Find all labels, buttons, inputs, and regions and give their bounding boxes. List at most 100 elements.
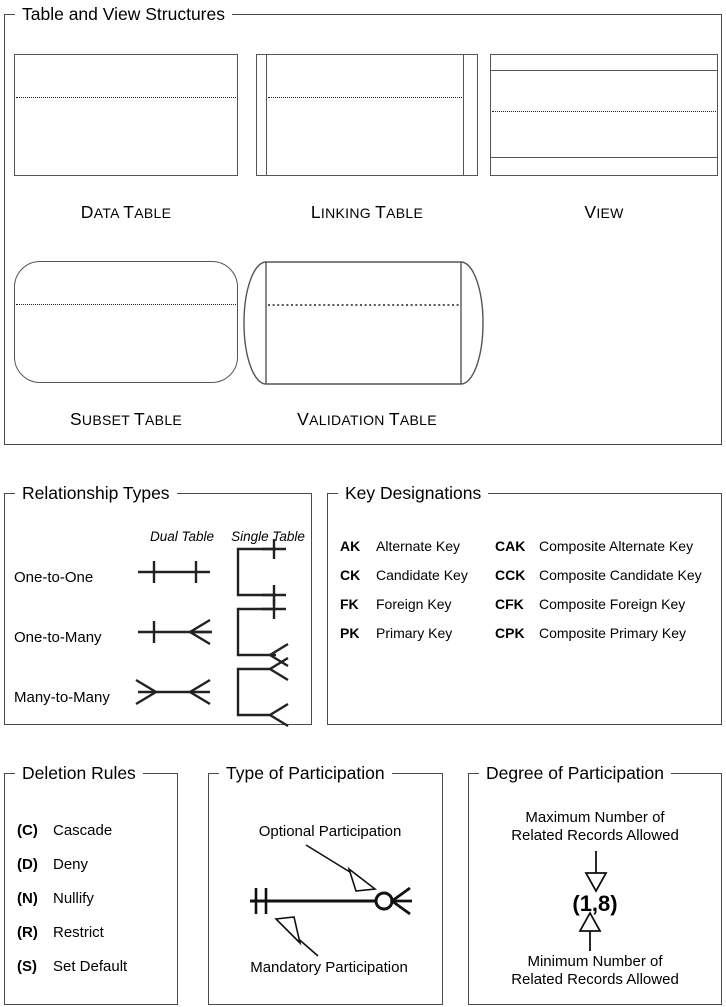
key-abbr-ck: CK <box>340 567 361 583</box>
maximum-records-label-line2: Related Records Allowed <box>511 827 679 844</box>
panel-frame <box>4 14 722 445</box>
panel-title: Key Designations <box>338 484 489 503</box>
caption-rest: INKING <box>320 205 376 221</box>
degree-arrows <box>468 773 722 1005</box>
panel-frame <box>327 493 722 725</box>
caption-rest: IEW <box>596 205 624 221</box>
panel-key-designations: Key Designations AK Alternate Key CK Can… <box>327 484 722 725</box>
linking-table-divider <box>268 97 462 98</box>
deletion-abbr-nullify: (N) <box>17 890 38 907</box>
degree-value: (1,8) <box>572 891 618 916</box>
deletion-label-nullify: Nullify <box>53 890 94 907</box>
subset-table-divider <box>16 304 236 305</box>
key-label-ak: Alternate Key <box>376 538 461 554</box>
key-label-cpk: Composite Primary Key <box>539 625 687 641</box>
caption-rest-2: ABLE <box>134 205 172 221</box>
mandatory-participation-label: Mandatory Participation <box>250 959 408 976</box>
caption-rest-2: ABLE <box>145 412 183 428</box>
subset-table-rounded-rect <box>14 261 238 383</box>
panel-type-of-participation: Type of Participation Optional Participa… <box>208 764 443 1005</box>
key-label-cck: Composite Candidate Key <box>539 567 702 583</box>
caption-first-letter: S <box>69 409 82 429</box>
key-label-pk: Primary Key <box>376 625 453 641</box>
panel-body: DATA TABLE LINKING TABLE VIEW SUBS <box>4 14 722 445</box>
panel-title: Degree of Participation <box>479 764 672 783</box>
caption-rest: ALIDATION <box>309 412 389 428</box>
relationship-symbol-one-to-many-single <box>230 599 290 668</box>
relationship-label-one-to-many: One-to-Many <box>14 629 102 646</box>
view-rect <box>490 54 718 176</box>
view-figure <box>490 54 718 176</box>
linking-table-left-divider <box>266 54 267 176</box>
validation-table-cylinder <box>243 261 484 385</box>
key-label-cfk: Composite Foreign Key <box>539 596 686 612</box>
view-divider <box>492 111 716 112</box>
panel-body: AK Alternate Key CK Candidate Key FK For… <box>327 493 722 725</box>
caption-first-letter: D <box>80 202 94 222</box>
caption-first-letter-2: T <box>134 409 146 429</box>
deletion-abbr-cascade: (C) <box>17 822 38 839</box>
caption-first-letter-2: T <box>388 409 400 429</box>
view-header-divider <box>490 70 718 71</box>
deletion-label-cascade: Cascade <box>53 822 113 839</box>
key-label-fk: Foreign Key <box>376 596 452 612</box>
linking-table-caption: LINKING TABLE <box>256 202 478 223</box>
caption-rest-2: ABLE <box>399 412 437 428</box>
caption-first-letter: V <box>584 202 597 222</box>
relationship-symbol-one-to-one-dual <box>134 555 214 589</box>
data-table-caption: DATA TABLE <box>14 202 238 223</box>
deletion-abbr-set-default: (S) <box>17 958 37 975</box>
validation-table-caption: VALIDATION TABLE <box>252 409 482 430</box>
relationship-symbol-one-to-many-dual <box>134 615 214 649</box>
panel-relationship-types: Relationship Types Dual Table Single Tab… <box>4 484 312 728</box>
data-table-rect <box>14 54 238 176</box>
deletion-label-set-default: Set Default <box>53 958 128 975</box>
key-abbr-pk: PK <box>340 625 360 641</box>
view-footer-divider <box>490 157 718 158</box>
column-header-dual-table: Dual Table <box>149 529 215 544</box>
participation-diagram <box>208 773 443 1005</box>
caption-rest: UBSET <box>81 412 135 428</box>
caption-first-letter-2: T <box>123 202 135 222</box>
caption-first-letter: L <box>310 202 321 222</box>
key-abbr-cak: CAK <box>495 538 526 554</box>
column-header-single-table: Single Table <box>231 529 305 544</box>
relationship-symbol-many-to-many-single <box>230 656 290 728</box>
caption-first-letter-2: T <box>375 202 387 222</box>
key-abbr-cck: CCK <box>495 567 526 583</box>
linking-table-figure <box>256 54 478 176</box>
panel-title: Deletion Rules <box>15 764 143 783</box>
relationship-label-many-to-many: Many-to-Many <box>14 689 110 706</box>
relationship-symbol-one-to-one-single <box>230 539 290 605</box>
relationship-symbol-many-to-many-dual <box>134 675 214 709</box>
panel-title: Table and View Structures <box>15 5 232 24</box>
panel-body: (C) Cascade (D) Deny (N) Nullify (R) Res… <box>4 773 178 1005</box>
deletion-label-deny: Deny <box>53 856 89 873</box>
panel-body: Maximum Number of Related Records Allowe… <box>468 773 722 1005</box>
minimum-records-label-line1: Minimum Number of <box>527 953 663 970</box>
panel-title: Relationship Types <box>15 484 177 503</box>
deletion-label-restrict: Restrict <box>53 924 104 941</box>
panel-deletion-rules: Deletion Rules (C) Cascade (D) Deny (N) … <box>4 764 178 1005</box>
key-label-cak: Composite Alternate Key <box>539 538 694 554</box>
subset-table-figure <box>14 261 238 383</box>
caption-rest-2: ABLE <box>386 205 424 221</box>
panel-body: Optional Participation Mandatory Partici… <box>208 773 443 1005</box>
linking-table-right-divider <box>463 54 464 176</box>
key-abbr-cpk: CPK <box>495 625 525 641</box>
key-label-ck: Candidate Key <box>376 567 468 583</box>
caption-rest: ATA <box>93 205 124 221</box>
key-abbr-ak: AK <box>340 538 361 554</box>
panel-title: Type of Participation <box>219 764 392 783</box>
validation-table-figure <box>243 261 484 385</box>
view-caption: VIEW <box>490 202 718 223</box>
linking-table-rect <box>256 54 478 176</box>
data-table-figure <box>14 54 238 176</box>
panel-table-and-view-structures: Table and View Structures DATA TABLE LIN… <box>4 5 722 445</box>
caption-first-letter: V <box>297 409 310 429</box>
data-table-divider <box>16 97 236 98</box>
subset-table-caption: SUBSET TABLE <box>14 409 238 430</box>
panel-degree-of-participation: Degree of Participation Maximum Number o… <box>468 764 722 1005</box>
panel-body: Dual Table Single Table One-to-One One-t… <box>4 493 312 728</box>
optional-participation-label: Optional Participation <box>258 823 402 840</box>
